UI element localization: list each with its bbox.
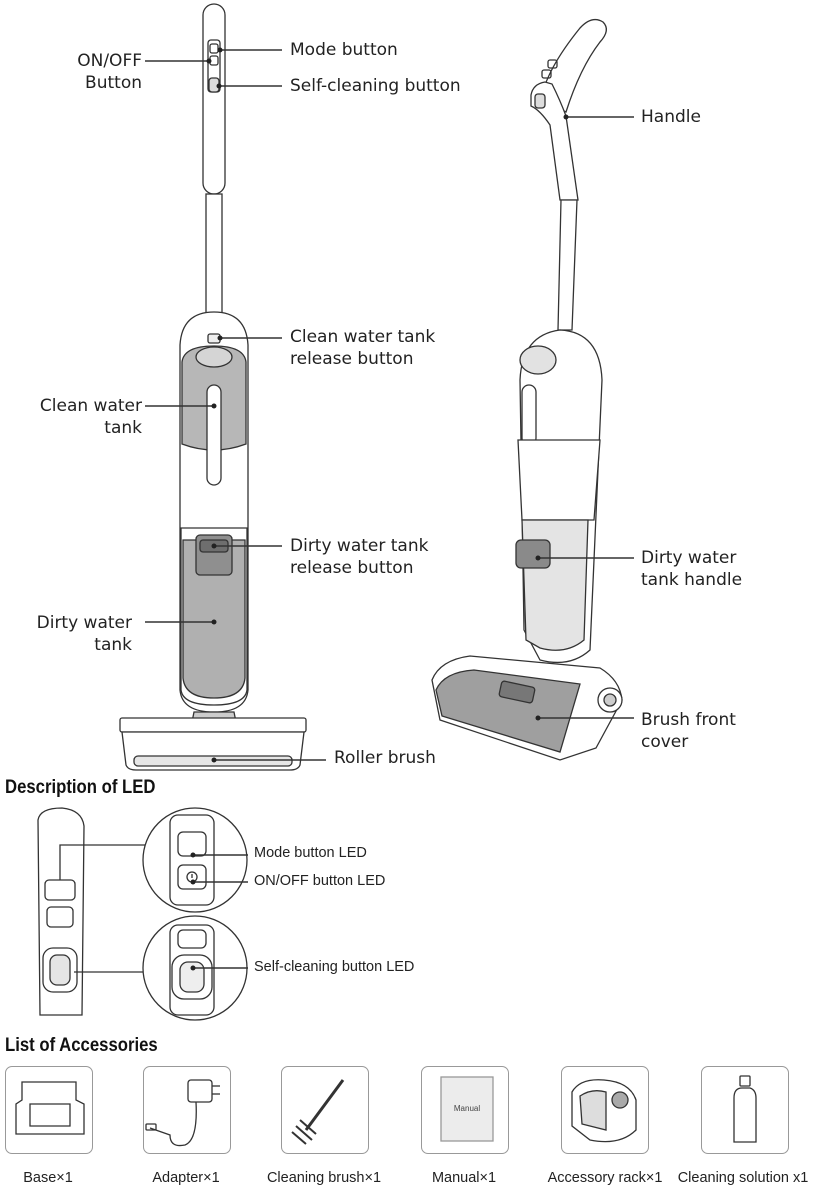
brush-front-cover-label: Brush front cover [641, 709, 736, 753]
dirty-tank-release-label: Dirty water tank release button [290, 535, 428, 579]
dirty-tank-handle-label: Dirty water tank handle [641, 547, 742, 591]
accessory-card-cleaning-solution [701, 1066, 789, 1154]
clean-tank-line2: tank [104, 418, 142, 438]
clean-tank-release-line1: Clean water tank [290, 327, 436, 347]
accessory-card-accessory-rack [561, 1066, 649, 1154]
led-illustration [37, 807, 248, 1021]
on-off-button-led-label: ON/OFF button LED [254, 873, 386, 889]
dirty-tank-line2: tank [94, 635, 132, 655]
led-section-heading: Description of LED [5, 777, 156, 798]
brush-cover-line2: cover [641, 732, 689, 752]
accessory-label-adapter: Adapter×1 [152, 1170, 220, 1186]
self-cleaning-button-label: Self-cleaning button [290, 76, 461, 96]
accessory-label-accessory-rack: Accessory rack×1 [547, 1170, 663, 1186]
dirty-water-tank-label: Dirty water tank [37, 612, 132, 656]
accessory-card-cleaning-brush [281, 1066, 369, 1154]
leader-dots [190, 47, 569, 971]
dirty-tank-line1: Dirty water [36, 613, 132, 633]
on-off-label-line1: ON/OFF [77, 51, 142, 71]
accessory-card-base [5, 1066, 93, 1154]
dirty-tank-release-line2: release button [290, 558, 414, 578]
dirty-tank-handle-line2: tank handle [641, 570, 743, 590]
on-off-label-line2: Button [85, 73, 142, 93]
mode-button-label: Mode button [290, 40, 398, 60]
leader-lines [145, 49, 634, 969]
self-cleaning-led-label: Self-cleaning button LED [254, 959, 415, 975]
clean-tank-line1: Clean water [39, 396, 142, 416]
clean-water-tank-label: Clean water tank [40, 395, 142, 439]
dirty-tank-handle-line1: Dirty water [641, 548, 737, 568]
dirty-tank-release-line1: Dirty water tank [290, 536, 429, 556]
brush-cover-line1: Brush front [641, 710, 736, 730]
front-view-vacuum [119, 3, 307, 771]
accessory-label-manual: Manual×1 [431, 1170, 497, 1186]
angled-view-vacuum [431, 18, 623, 761]
handle-label: Handle [641, 107, 701, 127]
accessory-label-base: Base×1 [23, 1170, 73, 1186]
accessory-card-adapter [143, 1066, 231, 1154]
on-off-button-label: ON/OFF Button [77, 50, 142, 94]
clean-tank-release-line2: release button [290, 349, 414, 369]
manual-cover-text: Manual [453, 1104, 481, 1113]
clean-tank-release-label: Clean water tank release button [290, 326, 435, 370]
mode-button-led-label: Mode button LED [254, 845, 367, 861]
accessory-label-cleaning-brush: Cleaning brush×1 [266, 1170, 382, 1186]
roller-brush-label: Roller brush [334, 748, 436, 768]
accessories-section-heading: List of Accessories [5, 1035, 158, 1056]
accessory-label-cleaning-solution: Cleaning solution x1 [677, 1170, 809, 1186]
